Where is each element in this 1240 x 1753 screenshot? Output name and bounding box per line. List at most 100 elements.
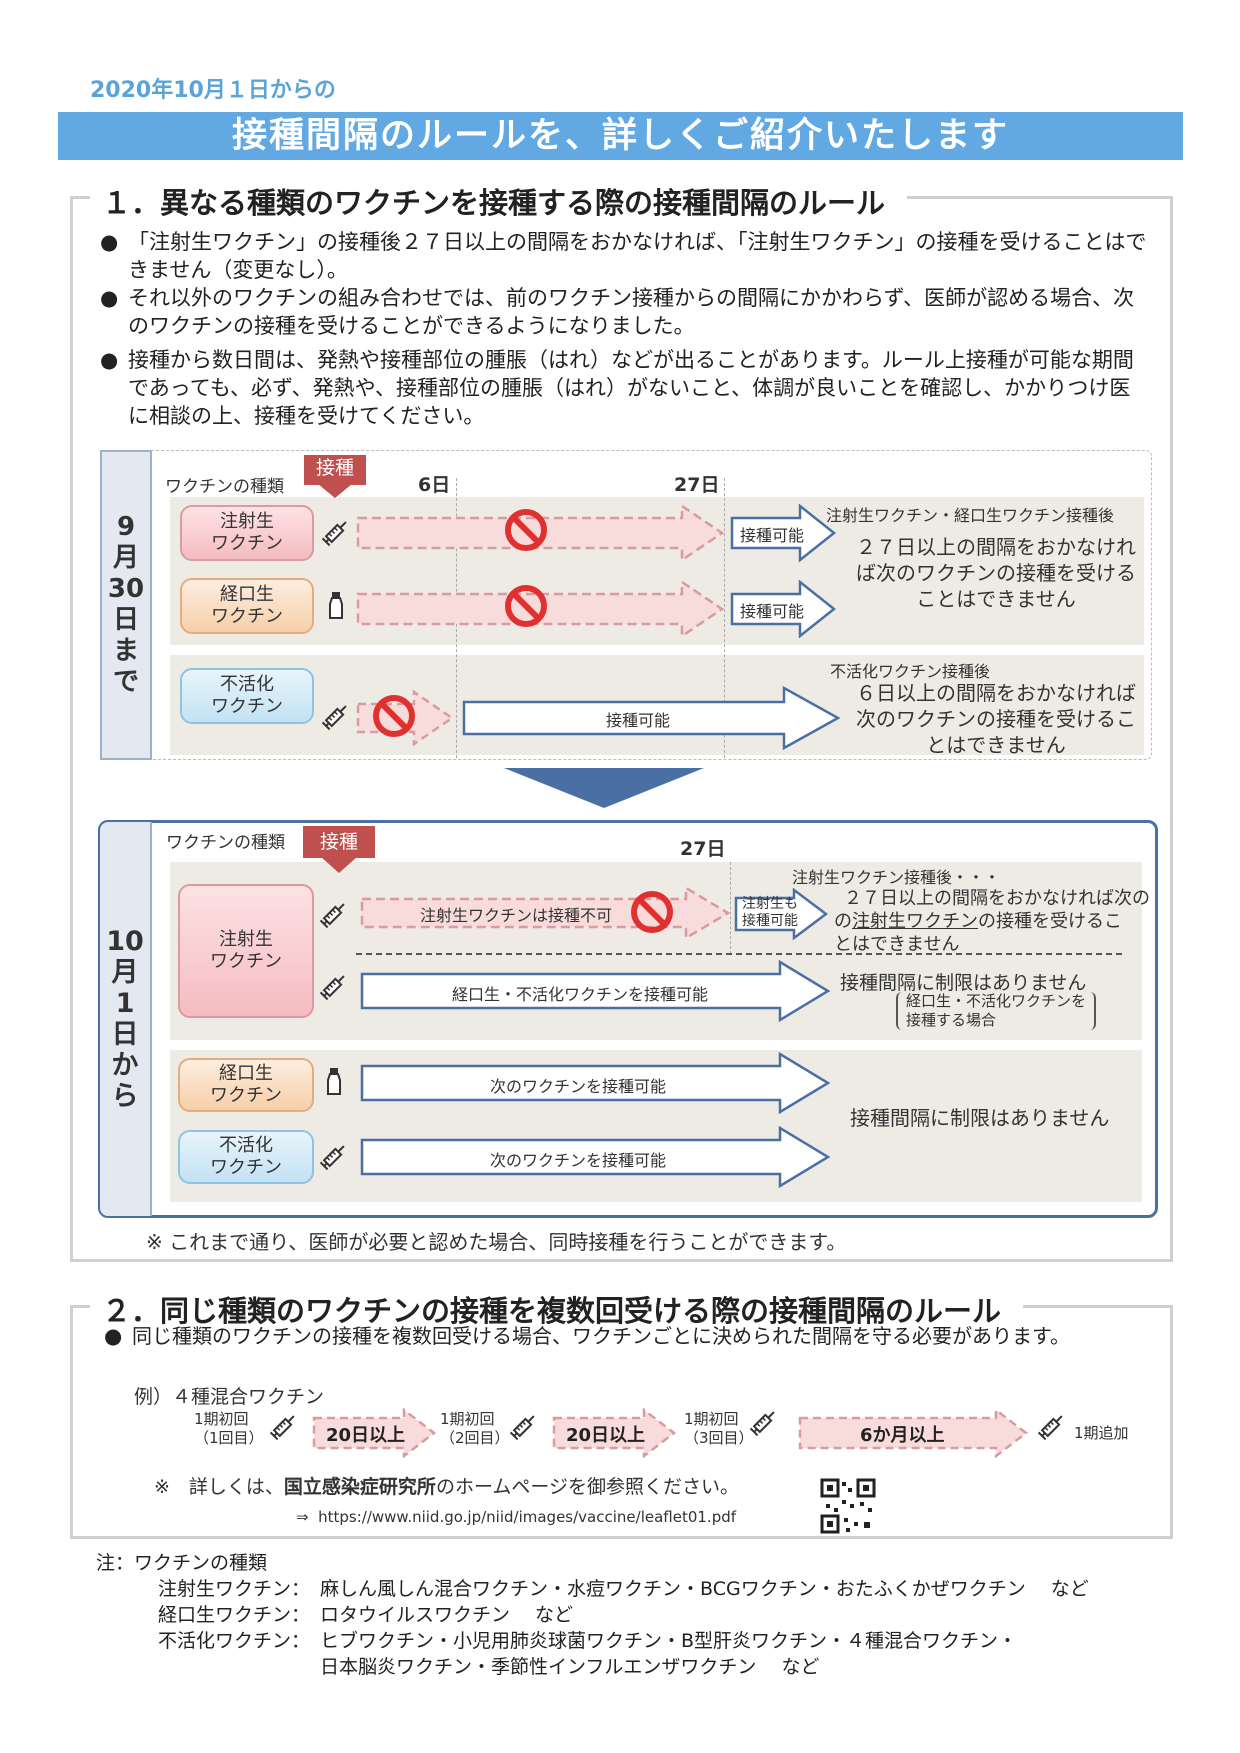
detail-suffix: のホームページを御参照ください。 [435,1476,739,1498]
bullet-2: ● それ以外のワクチンの組み合わせでは、前のワクチン接種からの間隔にかかわらず、… [100,284,1150,340]
after-side-label: 10 月 1 日 から [100,822,152,1216]
step-4: 1期追加 [1074,1424,1129,1442]
before-pill-inactivated: 不活化 ワクチン [180,668,314,724]
before-pill-injection-live: 注射生 ワクチン [180,505,314,561]
transition-down-arrow [504,768,704,808]
before-possible-label-2: 接種可能 [740,602,805,621]
syringe-icon [321,701,351,731]
before-note-live-title: 注射生ワクチン・経口生ワクチン接種後 [826,506,1115,525]
prohibit-icon [504,584,552,632]
interval-1: 20日以上 [326,1425,406,1446]
after-note-suffix: の接種を受けるこ [978,911,1122,932]
bullet-dot: ● [100,286,119,310]
day27-label: 27日 [674,474,720,496]
url-arrow: ⇒ [296,1508,309,1526]
before-possible-label-1: 接種可能 [740,526,805,545]
interval-arrow-2 [552,1408,677,1458]
prohibit-icon [372,694,420,742]
notes-row: 不活化ワクチン：ヒブワクチン・小児用肺炎球菌ワクチン・B型肝炎ワクチン・４種混合… [158,1628,1089,1654]
before-note-inact-title: 不活化ワクチン接種後 [830,662,991,681]
bullet-text: それ以外のワクチンの組み合わせでは、前のワクチン接種からの間隔にかかわらず、医師… [128,286,1135,338]
after-note-injlive-line3: とはできません [834,934,960,955]
interval-3: 6か月以上 [860,1425,945,1446]
syringe-icon [319,1141,349,1171]
day27-line [724,478,725,758]
interval-arrow-3 [798,1408,1029,1458]
notes-row: 経口生ワクチン： ロタウイルスワクチン など [158,1602,1089,1628]
bullet-dot: ● [100,230,119,254]
bottle-icon [329,591,343,619]
badge-arrow [318,484,352,498]
qr-code-icon[interactable] [820,1478,876,1534]
notes-title: 注：ワクチンの種類 [96,1552,268,1574]
notes-value: 日本脳炎ワクチン・季節性インフルエンザワクチン など [320,1656,820,1678]
notes-value: ヒブワクチン・小児用肺炎球菌ワクチン・B型肝炎ワクチン・４種混合ワクチン・ [320,1630,1018,1652]
after-small-arrow [734,888,829,940]
leaflet-url[interactable]: https://www.niid.go.jp/niid/images/vacci… [318,1508,737,1526]
before-possible-arrow-1 [730,504,837,562]
after-arrow-oral-inact [360,960,831,1022]
section1-title: １．異なる種類のワクチンを接種する際の接種間隔のルール [90,180,908,222]
after-pill-inactivated: 不活化 ワクチン [178,1130,314,1184]
detail-prefix: ※ 詳しくは、 [154,1476,284,1498]
detail-note: ※ 詳しくは、国立感染症研究所のホームページを御参照ください。 [154,1472,739,1499]
syringe-icon [269,1411,299,1441]
after-note-no-prefix: の [834,911,852,932]
after-next-oral-label: 次のワクチンを接種可能 [490,1077,667,1096]
step-3: 1期初回 （3回目） [684,1410,754,1447]
interval-arrow-1 [312,1408,437,1458]
before-note-inact-body: ６日以上の間隔をおかなければ次のワクチンの接種を受けることはできません [856,681,1136,757]
step-2: 1期初回 （2回目） [440,1410,510,1447]
after-pill-injection-live: 注射生 ワクチン [178,884,314,1018]
after-note-injlive-line2: の注射生ワクチンの接種を受けるこ [834,907,1122,933]
bottle-icon [327,1067,341,1095]
before-arrow-injection-live [356,504,725,562]
after-note-underlined: 注射生ワクチン [852,911,978,932]
after-arrow-next-inact [360,1126,831,1188]
syringe-icon [509,1411,539,1441]
example-label: 例）４種混合ワクチン [134,1386,325,1408]
bullet-dot: ● [104,1324,123,1348]
notes-label: 注射生ワクチン： [158,1578,311,1600]
after-small-arrow-label: 注射生も 接種可能 [742,896,798,929]
prohibit-icon [630,890,678,938]
before-pill-oral-live: 経口生 ワクチン [180,578,314,634]
after-no-limit: 接種間隔に制限はありません [840,972,1087,994]
after-day27-line [730,862,731,954]
after-inoculation-badge: 接種 [303,826,375,858]
notes-row: 注射生ワクチン： 麻しん風しん混合ワクチン・水痘ワクチン・BCGワクチン・おたふく… [158,1576,1089,1602]
page-banner-title: 接種間隔のルールを、詳しくご紹介いたします [58,112,1183,160]
notes-value: ロタウイルスワクチン など [320,1604,574,1626]
bullet-dot: ● [100,348,119,372]
before-side-label: 9 月 30 日 まで [100,450,152,760]
after-next-inact-label: 次のワクチンを接種可能 [490,1151,667,1170]
url-line: ⇒ https://www.niid.go.jp/niid/images/vac… [296,1508,736,1526]
bullet-text: 「注射生ワクチン」の接種後２７日以上の間隔をおかなければ、「注射生ワクチン」の接… [128,230,1147,282]
after-day27-label: 27日 [680,838,726,860]
before-possible-label-3: 接種可能 [606,711,671,730]
section2-bullet: ● 同じ種類のワクチンの接種を複数回受ける場合、ワクチンごとに決められた間隔を守… [104,1322,1144,1350]
before-possible-arrow-2 [730,580,837,638]
prohibit-icon [504,508,552,556]
before-note-live-body: ２７日以上の間隔をおかなければ次のワクチンの接種を受けることはできません [856,535,1136,611]
after-vaccine-type-label: ワクチンの種類 [166,833,285,853]
notes-value: 麻しん風しん混合ワクチン・水痘ワクチン・BCGワクチン・おたふくかぜワクチン な… [320,1578,1089,1600]
after-badge-arrow [321,857,357,873]
inoculation-badge: 接種 [304,455,366,485]
notes-row: 日本脳炎ワクチン・季節性インフルエンザワクチン など [158,1654,1089,1680]
after-dashed-divider [356,953,1122,955]
after-not-allowed-label: 注射生ワクチンは接種不可 [420,906,613,925]
niid-link[interactable]: 国立感染症研究所 [283,1476,436,1498]
notes-label: 経口生ワクチン： [158,1604,311,1626]
before-possible-arrow-3 [462,686,841,750]
syringe-icon [749,1407,779,1437]
section2-title: ２．同じ種類のワクチンの接種を複数回受ける際の接種間隔のルール [90,1288,1024,1330]
after-note-injlive-title: 注射生ワクチン接種後・・・ [792,868,1001,887]
after-diagram-frame [98,820,1158,1218]
bullet-1: ● 「注射生ワクチン」の接種後２７日以上の間隔をおかなければ、「注射生ワクチン」… [100,228,1150,284]
day6-label: 6日 [418,474,451,496]
after-arrow-next-oral [360,1052,831,1114]
after-no-limit-2: 接種間隔に制限はありません [850,1106,1110,1130]
syringe-icon [319,899,349,929]
interval-2: 20日以上 [566,1425,646,1446]
